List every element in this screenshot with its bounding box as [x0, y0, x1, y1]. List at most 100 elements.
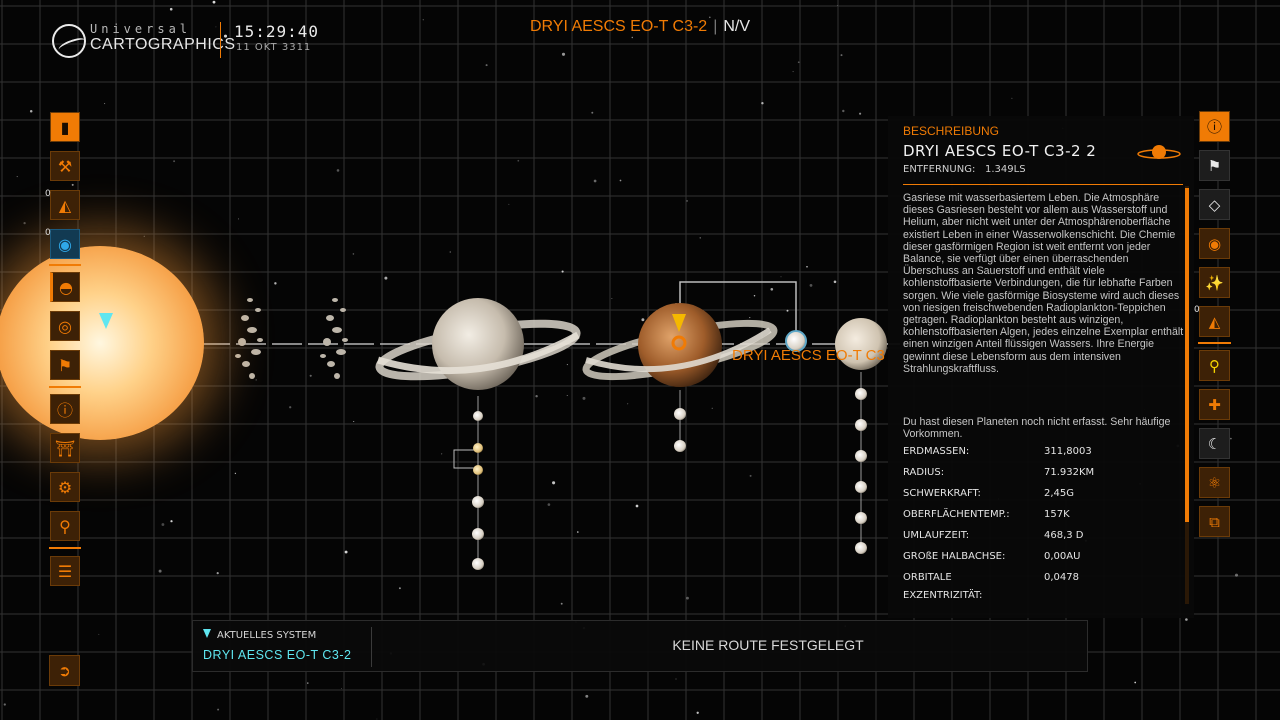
info-icon: ⓘ [56, 401, 73, 420]
stat-value: 468,3 D [1044, 530, 1084, 541]
hammer-icon: ⚒ [57, 156, 73, 176]
list-icon: ☰ [57, 561, 73, 581]
stat-value: 157K [1044, 509, 1070, 520]
planet-2-selected[interactable] [582, 281, 807, 452]
current-system-marker-icon [203, 629, 211, 638]
planet-flag-icon: ⚑ [1207, 156, 1222, 175]
panel-body-name: DRYI AESCS EO-T C3-2 2 [903, 142, 1097, 160]
copy-icon: ⧉ [1209, 512, 1220, 531]
left-btn-hammer[interactable]: ⚒ [50, 151, 80, 181]
target-icon: ◉ [1207, 234, 1222, 253]
right-btn-location[interactable]: ⚲ [1199, 350, 1230, 381]
left-btn-bookmark[interactable]: ▮ [50, 112, 80, 142]
left-btn-target[interactable]: ◎ [50, 311, 80, 341]
system-state: N/V [723, 18, 751, 35]
right-btn-moon[interactable]: ☾ [1199, 428, 1230, 459]
left-btn-system-map[interactable]: ◓ [50, 272, 80, 302]
stat-label: OBERFLÄCHENTEMP.: [903, 509, 1010, 520]
landable-count: 0 [45, 189, 51, 199]
right-btn-info[interactable]: ⓘ [1199, 111, 1230, 142]
stat-label: GROßE HALBACHSE: [903, 551, 1006, 562]
system-name: DRYI AESCS EO-T C3-2 [529, 18, 708, 35]
landable-planet-icon: ◭ [1208, 312, 1221, 331]
logo-text-top: Universal [90, 22, 192, 36]
stat-value: 0,0478 [1044, 572, 1079, 583]
globe-icon: ◉ [58, 234, 72, 254]
target-icon: ◎ [58, 316, 72, 336]
left-btn-settings[interactable]: ⚙ [50, 472, 80, 502]
right-btn-target[interactable]: ◉ [1199, 228, 1230, 259]
body-scan-note: Du hast diesen Planeten noch nicht erfas… [903, 416, 1171, 441]
diamond-icon: ◇ [1208, 195, 1221, 214]
body-description: Gasriese mit wasserbasiertem Leben. Die … [903, 192, 1184, 375]
stat-label: RADIUS: [903, 467, 945, 478]
planet-1[interactable] [375, 298, 581, 390]
panel-header-divider [903, 184, 1183, 185]
left-btn-bank[interactable]: ⛩ [50, 433, 80, 463]
dna-icon: ✨ [1205, 273, 1224, 292]
logo-text-bottom: CARTOGRAPHICS [90, 36, 236, 53]
stat-value: 71.932KM [1044, 467, 1095, 478]
stat-label: ORBITALE [903, 572, 952, 583]
stat-label: ERDMASSEN: [903, 446, 970, 457]
ringed-planet-icon [1137, 145, 1181, 159]
header-divider [220, 22, 221, 58]
right-btn-diamond[interactable]: ◇ [1199, 189, 1230, 220]
route-status: KEINE ROUTE FESTGELEGT [672, 637, 864, 653]
title-separator: | [713, 18, 718, 35]
system-title: DRYI AESCS EO-T C3-2 | N/V [0, 18, 1280, 36]
bookmark-add-icon: ✚ [1208, 395, 1221, 414]
game-time: 15:29:40 [234, 22, 320, 41]
system-map-icon: ◓ [59, 277, 73, 297]
stat-label: EXZENTRIZITÄT: [903, 590, 983, 601]
location-pin-icon: ⚲ [1209, 356, 1220, 375]
toolbar-divider [49, 386, 81, 388]
toolbar-divider [1198, 342, 1231, 344]
panel-section-label: BESCHREIBUNG [903, 124, 1000, 138]
distance-label: ENTFERNUNG: [903, 164, 976, 175]
left-btn-globe[interactable]: 0 ◉ [45, 228, 80, 259]
panel-scrollbar-thumb[interactable] [1185, 188, 1189, 522]
landable-count: 0 [1194, 305, 1200, 315]
planet-3[interactable] [835, 318, 887, 554]
route-bar: AKTUELLES SYSTEM DRYI AESCS EO-T C3-2 KE… [192, 620, 1088, 672]
selected-body-label: DRYI AESCS EO-T C3 [732, 347, 885, 364]
distance-value: 1.349LS [985, 164, 1026, 175]
globe-count: 0 [45, 228, 51, 238]
star-primary[interactable] [0, 246, 204, 440]
nodes-icon: ⚛ [1207, 473, 1222, 492]
current-location-marker-icon [99, 313, 113, 329]
left-btn-list[interactable]: ☰ [50, 556, 80, 586]
asteroid-belt-2[interactable] [320, 298, 348, 379]
right-btn-copy[interactable]: ⧉ [1199, 506, 1230, 537]
current-system-label: AKTUELLES SYSTEM [217, 630, 317, 641]
left-btn-location[interactable]: ⚲ [50, 511, 80, 541]
toolbar-divider [49, 547, 81, 549]
bank-icon: ⛩ [54, 438, 76, 458]
info-icon: ⓘ [1206, 118, 1222, 136]
right-btn-bookmark-add[interactable]: ✚ [1199, 389, 1230, 420]
stat-value: 2,45G [1044, 488, 1075, 499]
moon-icon: ☾ [1207, 434, 1222, 453]
right-btn-dna[interactable]: ✨ [1199, 267, 1230, 298]
right-btn-landable[interactable]: 0 ◭ [1194, 305, 1230, 337]
planet-flag-icon: ⚑ [57, 355, 73, 375]
stat-value: 0,00AU [1044, 551, 1081, 562]
settings-icon: ⚙ [57, 477, 73, 497]
header-branding: Universal CARTOGRAPHICS 15:29:40 11 OKT … [52, 20, 318, 64]
body-info-panel: BESCHREIBUNG DRYI AESCS EO-T C3-2 2 ENTF… [888, 116, 1194, 618]
landable-planet-icon: ◭ [58, 195, 72, 215]
moons-planet-1[interactable] [453, 396, 484, 570]
left-btn-info[interactable]: ⓘ [50, 394, 80, 424]
current-system-name[interactable]: DRYI AESCS EO-T C3-2 [203, 648, 352, 662]
left-btn-landable[interactable]: 0 ◭ [45, 189, 80, 220]
exit-button[interactable]: ➲ [49, 655, 80, 686]
exit-icon: ➲ [58, 661, 71, 680]
location-pin-icon: ⚲ [59, 516, 71, 536]
asteroid-belt-1[interactable] [235, 298, 263, 379]
right-btn-planet-flag[interactable]: ⚑ [1199, 150, 1230, 181]
route-divider [371, 627, 372, 667]
right-btn-nodes[interactable]: ⚛ [1199, 467, 1230, 498]
left-btn-planet-flag[interactable]: ⚑ [50, 350, 80, 380]
bookmark-icon: ▮ [60, 117, 70, 137]
